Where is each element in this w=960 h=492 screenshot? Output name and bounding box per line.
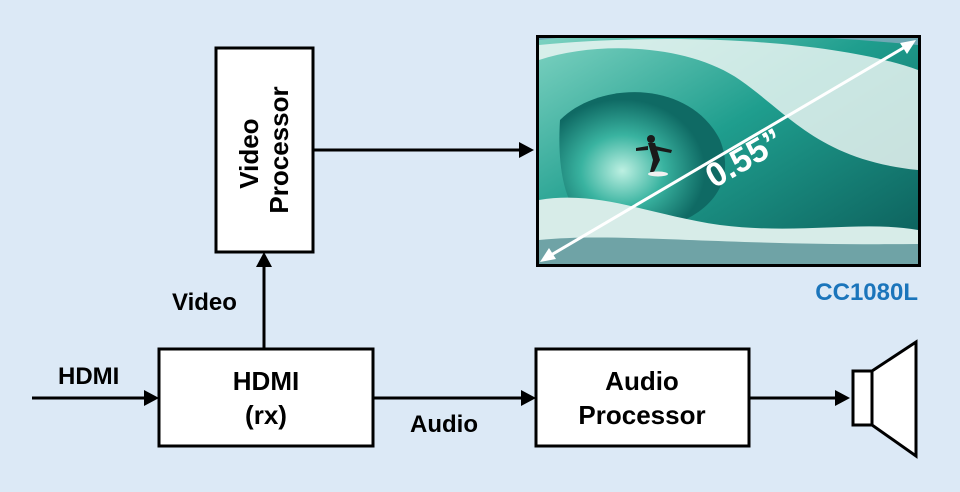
- video-processor-label-line1: Video: [234, 118, 264, 188]
- microdisplay-screen: 0.55”: [536, 35, 921, 267]
- video-processor-label-line2: Processor: [264, 86, 294, 213]
- video-signal-arrow: [256, 252, 272, 349]
- hdmi-rx-label-line2: (rx): [245, 400, 287, 430]
- hdmi-input-arrow: [32, 390, 159, 406]
- speaker-icon: [851, 339, 918, 459]
- svg-text:Video Processor: Video Processor: [234, 86, 294, 213]
- display-model-label: CC1080L: [815, 279, 918, 306]
- hdmi-rx-block: HDMI (rx): [157, 347, 375, 448]
- hdmi-input-label: HDMI: [58, 363, 119, 390]
- display-feed-arrow: [313, 142, 534, 158]
- audio-signal-label: Audio: [410, 411, 478, 438]
- hdmi-rx-label-line1: HDMI: [233, 366, 299, 396]
- audio-processor-block: Audio Processor: [534, 347, 751, 448]
- speaker-feed-arrow: [749, 390, 850, 406]
- video-processor-block: Video Processor: [214, 46, 315, 254]
- video-signal-label: Video: [172, 289, 237, 316]
- audio-signal-arrow: [373, 390, 536, 406]
- audio-processor-label-line2: Processor: [578, 400, 705, 430]
- audio-processor-label-line1: Audio: [605, 366, 679, 396]
